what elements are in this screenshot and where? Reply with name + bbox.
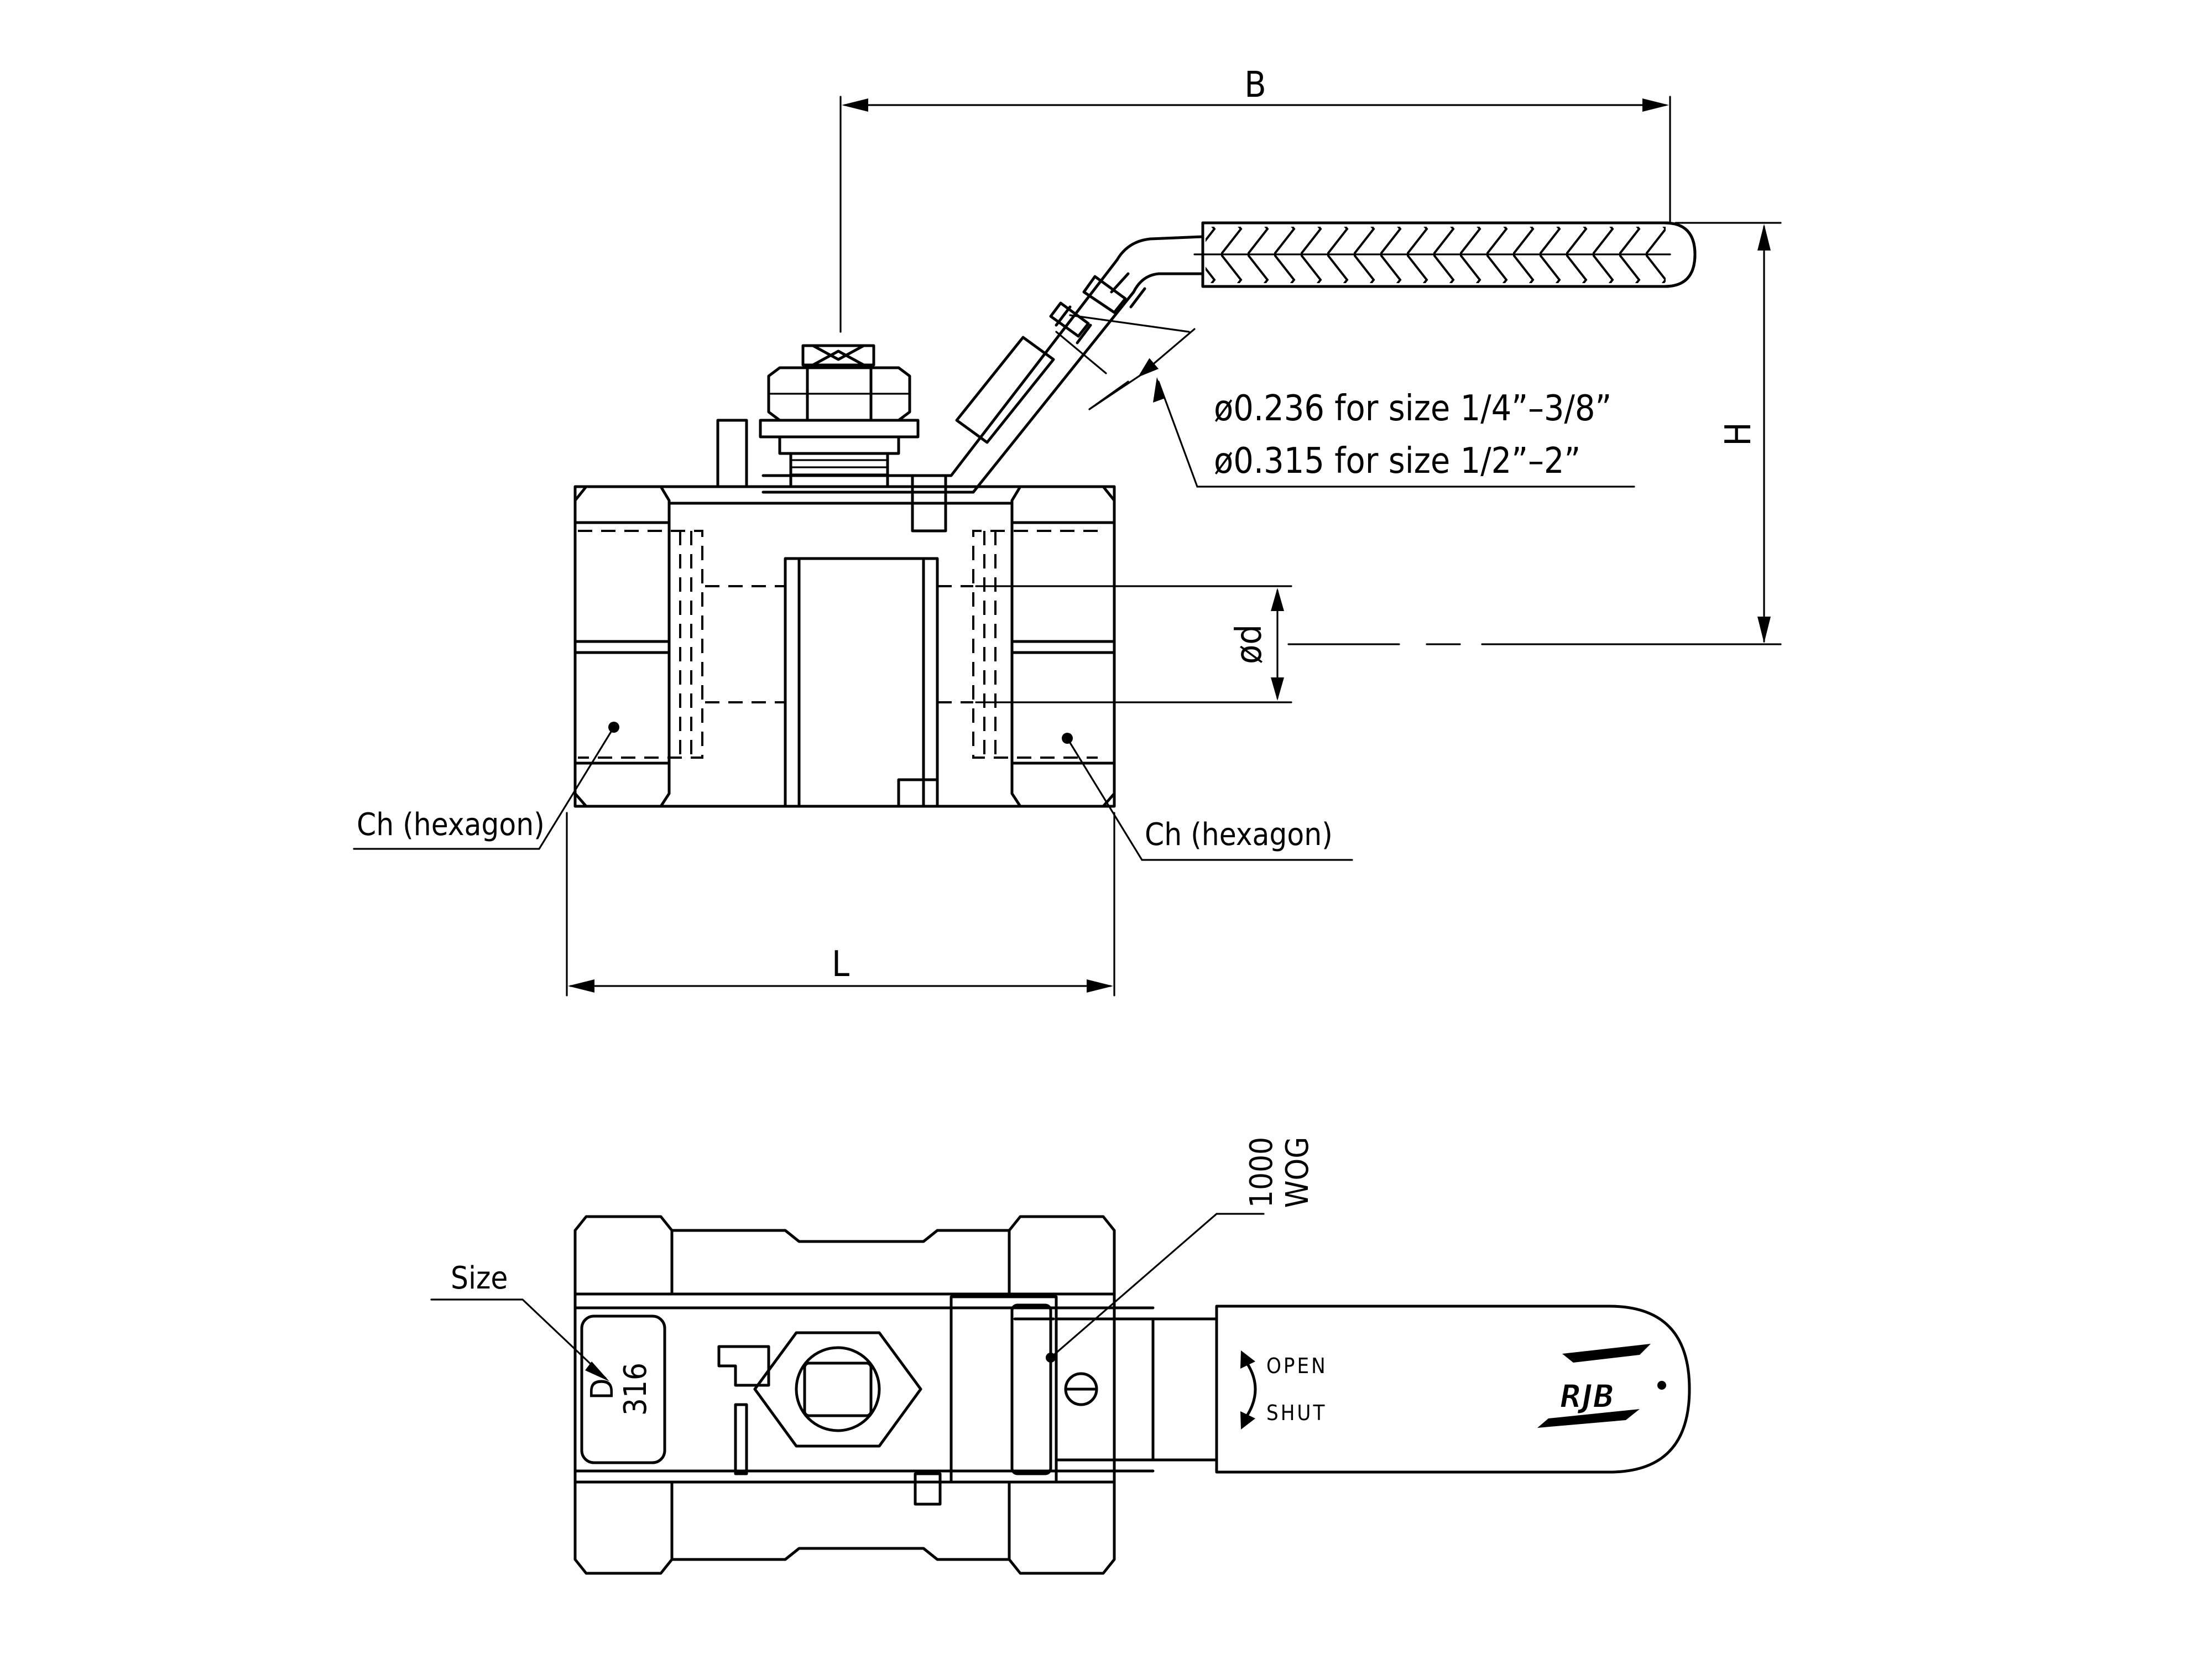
shut-label: SHUT xyxy=(1266,1401,1327,1425)
stem-nut xyxy=(759,344,920,488)
open-shut-indicator: OPEN SHUT xyxy=(1240,1350,1328,1430)
handle-lever xyxy=(761,235,1204,494)
valve-body xyxy=(573,485,1116,808)
open-label: OPEN xyxy=(1266,1354,1328,1378)
callout-hexagon-right: Ch (hexagon) xyxy=(1145,817,1333,853)
svg-text:RJB: RJB xyxy=(1559,1378,1614,1415)
size-label: Size xyxy=(451,1260,508,1296)
top-body: D 316 xyxy=(573,1215,1155,1575)
note-line-2: ø0.315 for size 1/2”–2” xyxy=(1214,441,1580,482)
hexagon-callouts: Ch (hexagon) Ch (hexagon) xyxy=(353,726,1353,861)
rating-callout: 1000 WOG xyxy=(1050,1137,1316,1359)
note-line-1: ø0.236 for size 1/4”–3/8” xyxy=(1214,388,1611,429)
dimension-b: B xyxy=(839,65,1671,333)
handle-grip xyxy=(1193,221,1697,288)
lever-diameter-note: ø0.236 for size 1/4”–3/8” ø0.315 for siz… xyxy=(1153,377,1635,488)
top-handle xyxy=(950,1295,1691,1484)
dimension-h: H xyxy=(1287,222,1782,645)
body-mark-d: D xyxy=(585,1379,620,1400)
body-mark-316: 316 xyxy=(618,1363,654,1416)
side-view: B H ød L xyxy=(353,65,1782,997)
top-stem-nut xyxy=(753,1331,922,1448)
rating-wog: WOG xyxy=(1280,1137,1316,1208)
size-callout: Size xyxy=(430,1260,609,1381)
callout-hexagon-left: Ch (hexagon) xyxy=(357,807,545,843)
dim-l-label: L xyxy=(832,944,849,985)
rating-1000: 1000 xyxy=(1244,1137,1280,1208)
rjb-logo-icon: RJB xyxy=(1537,1344,1666,1428)
dim-h-label: H xyxy=(1718,422,1759,446)
dimension-d: ød xyxy=(975,585,1292,703)
rotate-arrow-icon xyxy=(1245,1361,1257,1417)
dim-d-label: ød xyxy=(1229,624,1270,664)
dimension-l: L xyxy=(566,812,1115,997)
dim-b-label: B xyxy=(1244,65,1266,106)
top-view: D 316 xyxy=(430,1137,1691,1575)
